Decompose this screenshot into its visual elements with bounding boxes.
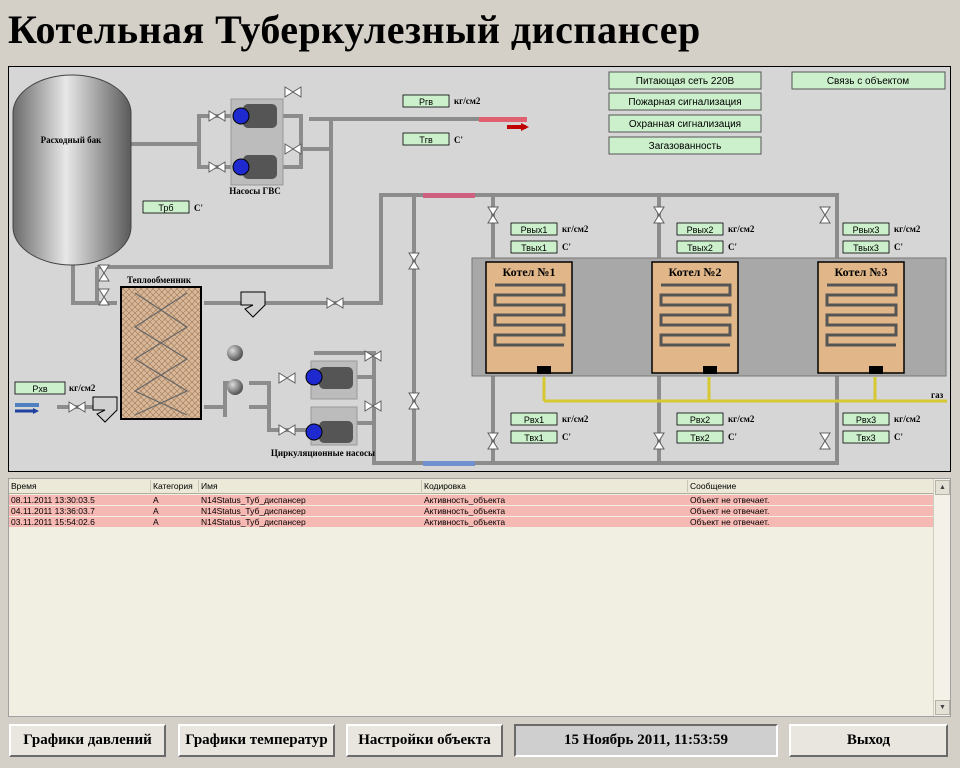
table-row[interactable]: 08.11.2011 13:30:03.5 A N14Status_Туб_ди… bbox=[9, 495, 935, 505]
sensor-tvyh1: Твых1 bbox=[521, 243, 547, 253]
sensor-pvh3: Рвх3 bbox=[856, 415, 876, 425]
table-row[interactable]: 04.11.2011 13:36:03.7 A N14Status_Туб_ди… bbox=[9, 506, 935, 516]
svg-text:кг/см2: кг/см2 bbox=[562, 414, 589, 424]
sensor-tvh3: Твх3 bbox=[856, 433, 875, 443]
svg-text:С': С' bbox=[728, 432, 737, 442]
sensor-units: кг/см2 С' С' кг/см2 кг/см2 С' кг/см2 С' … bbox=[69, 96, 921, 442]
sensor-prv: Рхв bbox=[32, 384, 48, 394]
svg-text:Охранная сигнализация: Охранная сигнализация bbox=[629, 119, 741, 130]
svg-text:кг/см2: кг/см2 bbox=[562, 224, 589, 234]
gvs-pumps: Насосы ГВС bbox=[229, 98, 284, 196]
svg-text:Связь с объектом: Связь с объектом bbox=[827, 75, 909, 87]
svg-text:С': С' bbox=[894, 242, 903, 252]
gas-pipe bbox=[542, 377, 947, 403]
svg-text:Теплообменник: Теплообменник bbox=[127, 275, 192, 285]
col-name[interactable]: Имя bbox=[199, 480, 422, 492]
boiler-3: Котел №3 bbox=[817, 261, 905, 374]
col-time[interactable]: Время bbox=[9, 480, 151, 492]
status-power[interactable]: Питающая сеть 220В bbox=[608, 71, 762, 90]
sensor-pvyh1: Рвых1 bbox=[521, 225, 548, 235]
circulation-pumps: Циркуляционные насосы bbox=[227, 345, 375, 458]
svg-text:кг/см2: кг/см2 bbox=[894, 224, 921, 234]
svg-text:С': С' bbox=[562, 242, 571, 252]
valves bbox=[68, 86, 831, 450]
process-scheme: Расходный бак Насосы ГВС Теплообменник Ц… bbox=[8, 66, 951, 472]
sensor-tvh1: Твх1 bbox=[524, 433, 543, 443]
status-gas[interactable]: Загазованность bbox=[608, 136, 762, 155]
svg-text:газ: газ bbox=[931, 390, 944, 400]
svg-text:кг/см2: кг/см2 bbox=[728, 414, 755, 424]
svg-text:Циркуляционные насосы: Циркуляционные насосы bbox=[271, 448, 375, 458]
svg-text:кг/см2: кг/см2 bbox=[894, 414, 921, 424]
col-coding[interactable]: Кодировка bbox=[422, 480, 688, 492]
svg-text:Котел №1: Котел №1 bbox=[503, 265, 556, 279]
col-category[interactable]: Категория bbox=[151, 480, 199, 492]
svg-text:кг/см2: кг/см2 bbox=[454, 96, 481, 106]
sensor-pvyh2: Рвых2 bbox=[687, 225, 714, 235]
svg-text:Расходный бак: Расходный бак bbox=[41, 135, 102, 145]
svg-text:Пожарная сигнализация: Пожарная сигнализация bbox=[628, 97, 741, 108]
event-log-header: Время Категория Имя Кодировка Сообщение bbox=[9, 479, 935, 494]
sensor-tgv: Тгв bbox=[419, 135, 433, 145]
event-log[interactable]: Время Категория Имя Кодировка Сообщение … bbox=[8, 478, 951, 717]
svg-text:С': С' bbox=[562, 432, 571, 442]
sensor-pvh1: Рвх1 bbox=[524, 415, 544, 425]
return-flow bbox=[423, 461, 475, 466]
svg-text:Насосы ГВС: Насосы ГВС bbox=[229, 186, 281, 196]
cold-water-in-flow bbox=[15, 403, 39, 407]
svg-text:С': С' bbox=[454, 135, 463, 145]
sensor-pvyh3: Рвых3 bbox=[853, 225, 880, 235]
sensor-prgv: Ргв bbox=[419, 97, 433, 107]
svg-text:Загазованность: Загазованность bbox=[649, 141, 722, 152]
object-settings-button[interactable]: Настройки объекта bbox=[346, 724, 503, 757]
sensor-fields bbox=[14, 94, 890, 444]
svg-text:С': С' bbox=[194, 203, 203, 213]
supply-flow bbox=[423, 193, 475, 198]
scroll-up-icon[interactable]: ▲ bbox=[935, 480, 950, 495]
boiler-1: Котел №1 bbox=[485, 261, 573, 374]
svg-text:кг/см2: кг/см2 bbox=[728, 224, 755, 234]
sensor-tvh2: Твх2 bbox=[690, 433, 709, 443]
svg-text:С': С' bbox=[894, 432, 903, 442]
svg-text:кг/см2: кг/см2 bbox=[69, 383, 96, 393]
status-panel: Питающая сеть 220В Пожарная сигнализация… bbox=[608, 71, 946, 155]
sensor-trb: Трб bbox=[158, 203, 173, 213]
sensor-tvyh2: Твых2 bbox=[687, 243, 713, 253]
sensor-pvh2: Рвх2 bbox=[690, 415, 710, 425]
page-title: Котельная Туберкулезный диспансер bbox=[8, 7, 701, 52]
svg-text:Котел №2: Котел №2 bbox=[669, 265, 722, 279]
hot-water-out-flow bbox=[479, 117, 527, 122]
table-row[interactable]: 03.11.2011 15:54:02.6 A N14Status_Туб_ди… bbox=[9, 517, 935, 527]
status-fire[interactable]: Пожарная сигнализация bbox=[608, 92, 762, 111]
heat-exchanger: Теплообменник bbox=[120, 275, 202, 420]
svg-text:Котел №3: Котел №3 bbox=[835, 265, 888, 279]
svg-text:Питающая сеть 220В: Питающая сеть 220В bbox=[636, 76, 735, 87]
datetime-display: 15 Ноябрь 2011, 11:53:59 bbox=[514, 724, 778, 757]
scroll-down-icon[interactable]: ▼ bbox=[935, 700, 950, 715]
supply-tank: Расходный бак bbox=[12, 74, 132, 266]
pressure-charts-button[interactable]: Графики давлений bbox=[9, 724, 166, 757]
sensor-labels: Ргв Тгв Трб Рхв Рвых1 Твых1 Рвх1 Твх1 Рв… bbox=[32, 97, 879, 443]
boiler-2: Котел №2 bbox=[651, 261, 739, 374]
temperature-charts-button[interactable]: Графики температур bbox=[178, 724, 335, 757]
status-link[interactable]: Связь с объектом bbox=[791, 71, 946, 90]
exit-button[interactable]: Выход bbox=[789, 724, 948, 757]
vertical-scrollbar[interactable]: ▲ ▼ bbox=[933, 479, 950, 716]
sensor-tvyh3: Твых3 bbox=[853, 243, 879, 253]
filters bbox=[92, 291, 266, 423]
status-security[interactable]: Охранная сигнализация bbox=[608, 114, 762, 133]
svg-text:С': С' bbox=[728, 242, 737, 252]
col-message[interactable]: Сообщение bbox=[688, 480, 935, 492]
